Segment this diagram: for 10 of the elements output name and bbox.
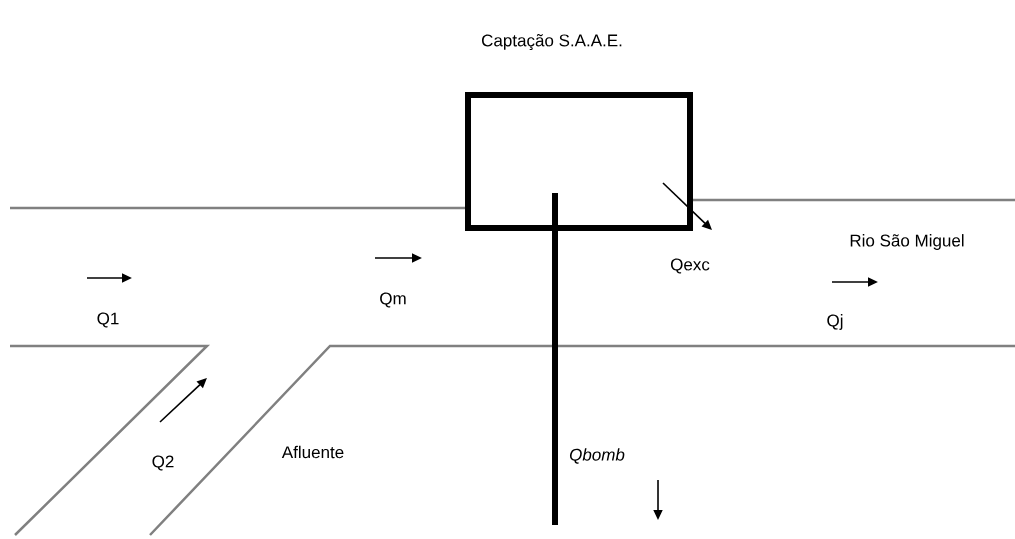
flow-label: Qj	[827, 314, 843, 330]
node-label: Captação S.A.A.E.	[482, 34, 622, 50]
intake-box: Captação S.A.A.E.	[465, 34, 693, 231]
flow-label: Qbomb	[569, 448, 625, 464]
flow-label: Q1	[97, 312, 119, 328]
flow-label: Rio São Miguel	[850, 234, 964, 250]
flow-label: Qm	[380, 292, 406, 308]
flow-label: Qexc	[670, 258, 710, 274]
flow-label: Afluente	[281, 445, 344, 459]
flow-label: Q2	[152, 455, 174, 471]
